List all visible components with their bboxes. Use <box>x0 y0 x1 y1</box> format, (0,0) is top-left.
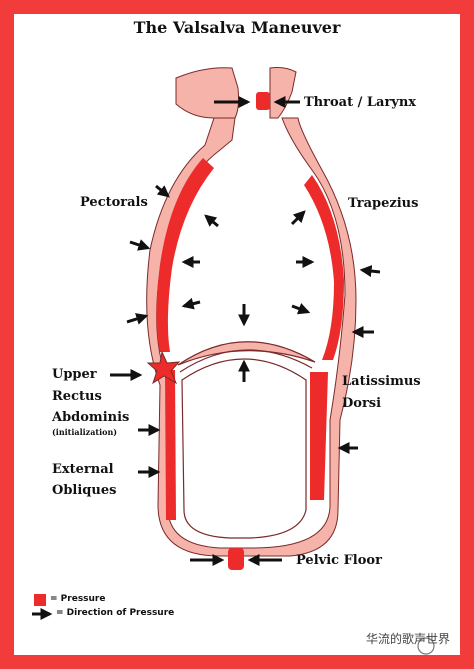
pressure-arrows <box>110 96 381 566</box>
arrow-pec-2 <box>129 239 151 251</box>
trapezius-band <box>304 175 344 360</box>
head-shape-right <box>269 67 297 119</box>
label-abdominis: Abdominis <box>52 410 130 425</box>
watermark-text: 华流的歌声世界 <box>365 632 450 646</box>
rectus-band <box>165 370 176 520</box>
label-upper: Upper <box>52 367 97 382</box>
legend-pressure-swatch <box>34 594 46 606</box>
label-external: External <box>52 462 114 477</box>
label-latissimus: Latissimus <box>342 374 421 389</box>
arrow-in-3 <box>181 297 201 310</box>
label-obliques: Obliques <box>52 483 117 498</box>
label-throat-larynx: Throat / Larynx <box>304 95 417 110</box>
watermark-icon <box>417 637 435 655</box>
legend-direction-text: = Direction of Pressure <box>56 608 175 618</box>
arrow-in-6 <box>291 303 311 315</box>
arrow-in-4 <box>290 210 306 226</box>
label-pelvic-floor: Pelvic Floor <box>296 553 382 568</box>
arrow-pec-1 <box>155 184 170 198</box>
pectoral-band <box>156 158 214 352</box>
legend-pressure-text: = Pressure <box>50 594 106 604</box>
label-initialization: (initialization) <box>52 427 118 437</box>
pelvic-floor-pressure-mark <box>228 548 244 570</box>
arrow-pec-3 <box>126 313 149 325</box>
abdominal-cavity <box>181 358 307 539</box>
label-rectus: Rectus <box>52 389 102 404</box>
latissimus-band <box>310 372 328 500</box>
label-pectorals: Pectorals <box>80 195 148 210</box>
arrow-trap-1 <box>359 265 381 278</box>
larynx-pressure-mark <box>256 92 270 110</box>
label-dorsi: Dorsi <box>342 396 382 411</box>
initialization-star <box>146 350 181 385</box>
head-shape-left <box>175 67 240 119</box>
diaphragm-lower-line <box>179 349 313 373</box>
diagram-title: The Valsalva Maneuver <box>133 18 341 37</box>
arrow-in-1 <box>204 214 219 228</box>
label-trapezius: Trapezius <box>348 196 419 211</box>
